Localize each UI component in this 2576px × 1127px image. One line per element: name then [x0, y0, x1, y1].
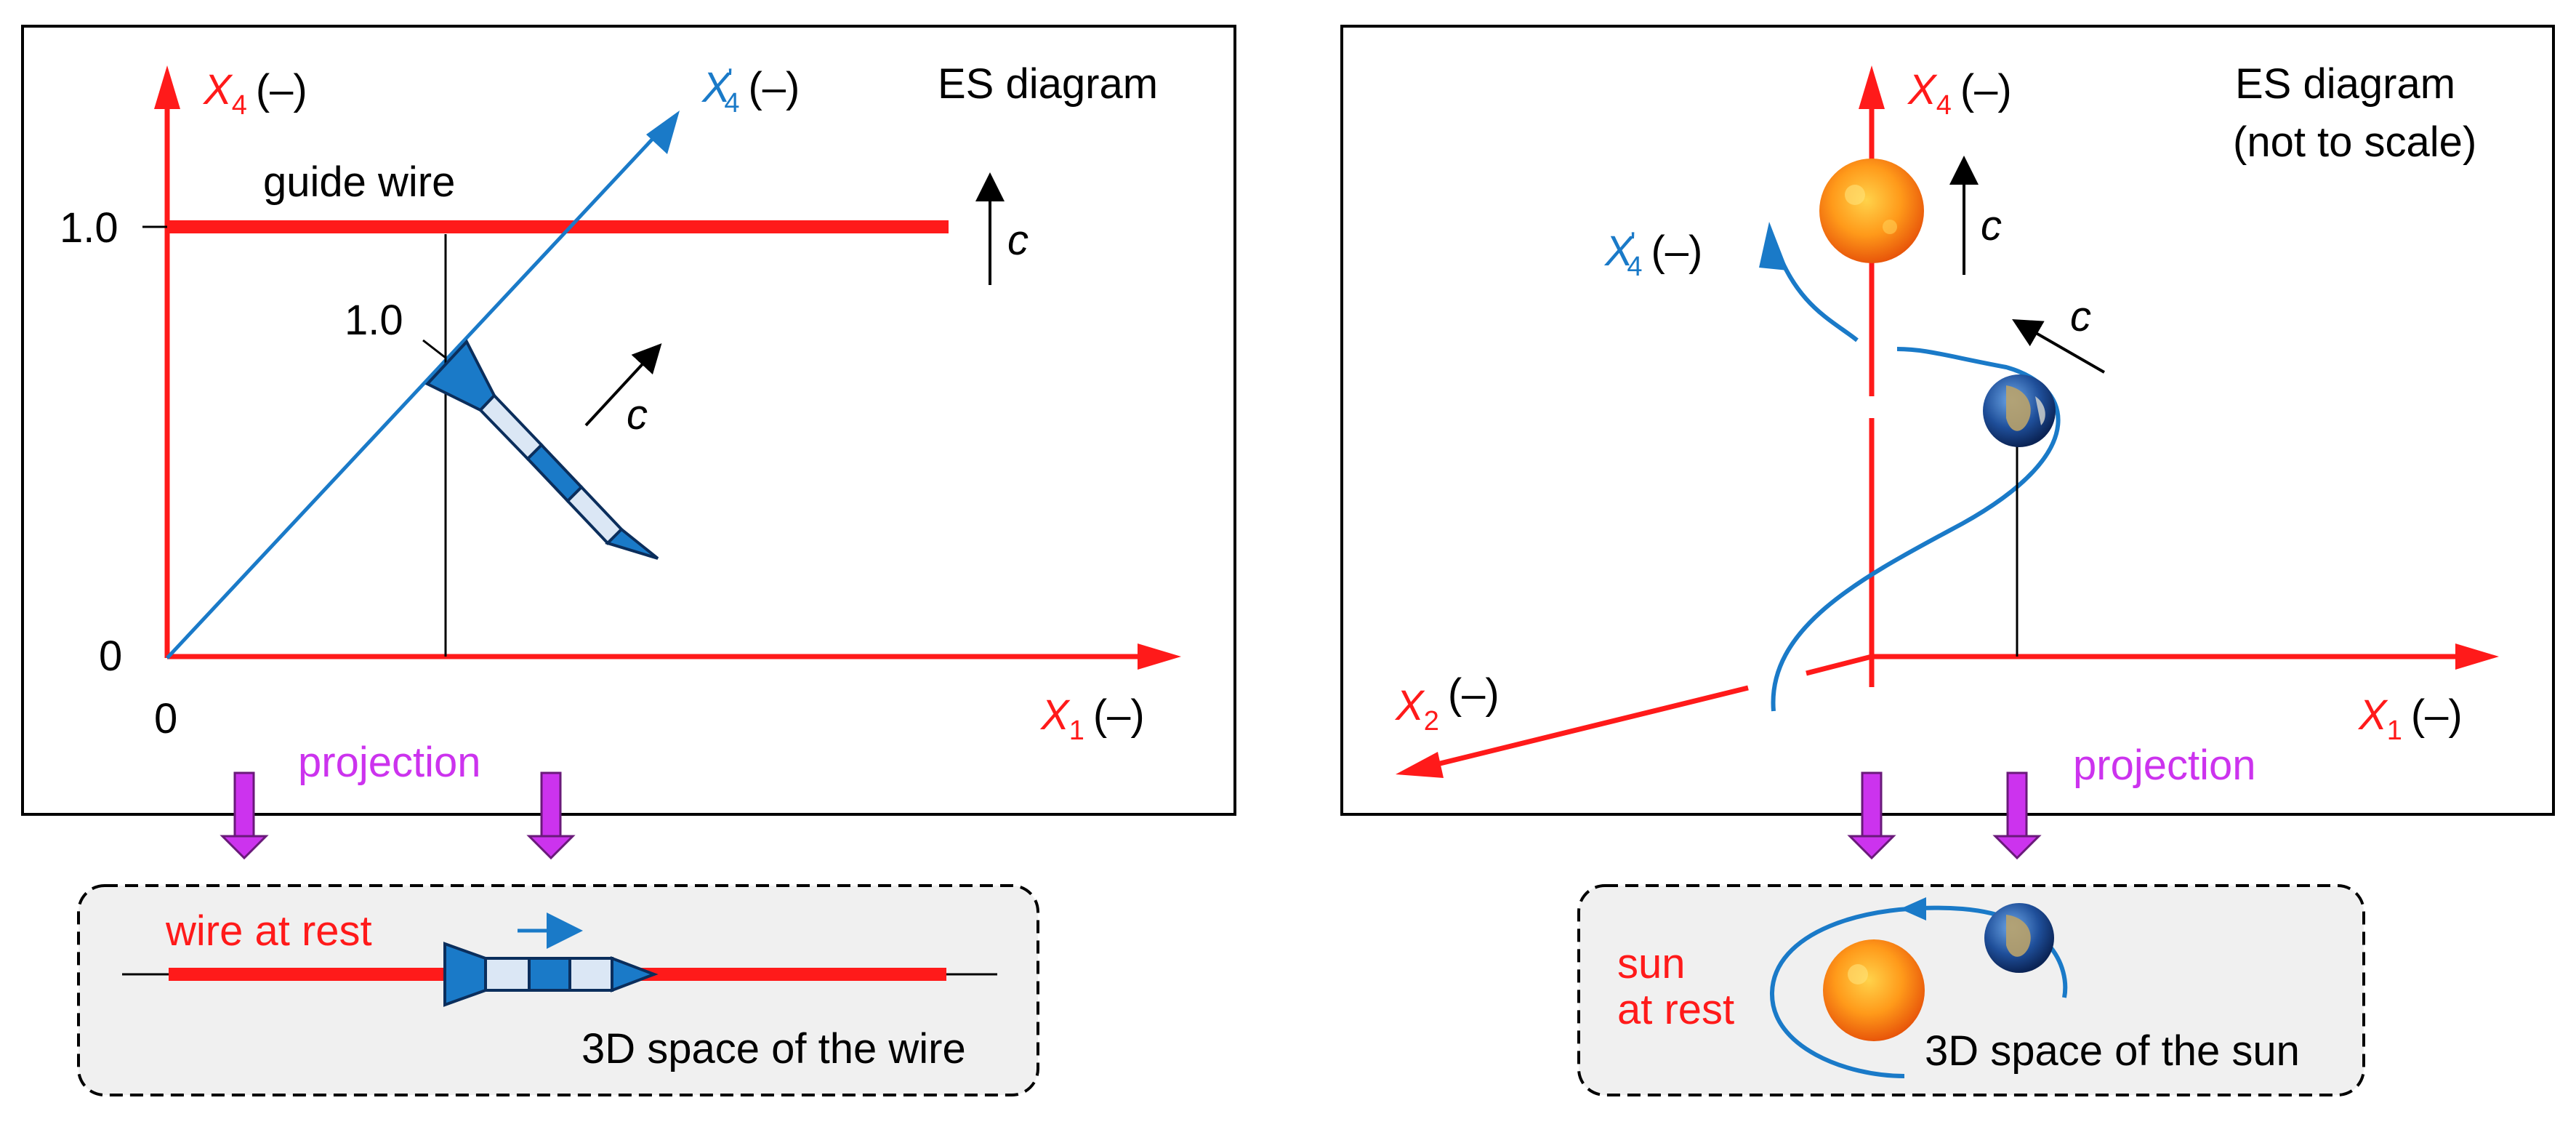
left-title: ES diagram	[938, 60, 1158, 108]
left-projection-arrow-2-shaft	[540, 771, 562, 847]
left-projection: projection	[220, 739, 576, 860]
left-c-label-vertical: c	[1007, 217, 1029, 264]
sun-image-bottom	[1823, 939, 1925, 1041]
left-space-box: wire at rest 3D space of the wire	[77, 884, 1039, 1096]
right-x4-arrowhead	[1859, 65, 1885, 109]
guide-wire-label: guide wire	[263, 159, 455, 206]
left-projection-label: projection	[298, 739, 480, 786]
rocket-tick-leader	[422, 339, 446, 359]
left-x4p-arrowhead	[646, 111, 680, 154]
right-x4p-arrowhead	[1759, 222, 1788, 270]
right-x2-arrowhead	[1396, 752, 1444, 778]
left-c-arrow-diagonal	[584, 343, 662, 427]
right-x4p-label: X'4(–)	[1603, 227, 1702, 282]
right-c-label-vertical: c	[1981, 202, 2002, 249]
left-projection-arrow-1-shaft	[233, 771, 255, 847]
left-space-label: 3D space of the wire	[581, 1025, 966, 1072]
right-projection-arrow-1-shaft	[1861, 771, 1883, 847]
rocket-nose	[605, 527, 659, 560]
right-panel-frame	[1340, 25, 2555, 816]
earth-image-top	[1983, 374, 2056, 447]
right-x4-label: X4(–)	[1907, 66, 2012, 121]
right-panel: ES diagram (not to scale) X1(–) X4(–) X2…	[1340, 25, 2555, 816]
left-x1-arrowhead	[1138, 643, 1181, 670]
right-c-label-diagonal: c	[2070, 293, 2091, 340]
left-c-label-diagonal: c	[627, 391, 648, 438]
wire-at-rest-label: wire at rest	[165, 907, 372, 955]
right-x2-label: X2(–)	[1394, 670, 1500, 737]
left-projection-arrow-1-head	[220, 835, 269, 860]
left-x4-arrowhead	[154, 65, 180, 109]
rocket-h-seg-2	[528, 957, 571, 992]
left-x1-label: X1(–)	[1039, 691, 1145, 746]
right-projection-label: projection	[2073, 742, 2255, 789]
sun-at-rest-label-line1: sun	[1617, 940, 1686, 987]
right-c-arrow-diagonal	[2012, 319, 2105, 374]
rocket-h-seg-3	[568, 957, 613, 992]
left-y-tick-1-label: 1.0	[60, 204, 118, 252]
left-y-tick-0-label: 0	[99, 633, 122, 680]
right-space-label: 3D space of the sun	[1925, 1027, 2300, 1075]
right-x1-label: X1(–)	[2357, 691, 2463, 746]
right-projection: projection	[1847, 742, 2255, 860]
right-space-box-frame	[1577, 884, 2365, 1096]
earth-image-bottom	[1984, 903, 2054, 973]
left-x4-label: X4(–)	[202, 66, 307, 121]
rocket-h-seg-1	[484, 957, 531, 992]
right-x2-axis-near	[1806, 654, 1872, 676]
sun-at-rest-label-line2: at rest	[1617, 986, 1734, 1033]
left-x4p-label: X'4(–)	[701, 63, 800, 119]
earth-worldline	[1771, 347, 2061, 712]
right-projection-arrow-2-head	[1992, 835, 2042, 860]
rocket-diagonal: 1.0	[345, 297, 659, 560]
right-projection-arrow-2-shaft	[2006, 771, 2028, 847]
rocket-tick-label: 1.0	[345, 297, 403, 344]
right-title-line1: ES diagram	[2235, 60, 2455, 108]
sun-image-top	[1819, 159, 1924, 263]
right-space-box: sun at rest 3D space of the sun	[1577, 884, 2365, 1096]
earth-orbit-arrowhead	[1900, 897, 1926, 921]
left-panel: ES diagram X4(–) X1(–) 1.0 0 0 guide wir…	[21, 25, 1236, 816]
left-projection-arrow-2-head	[526, 835, 576, 860]
right-x1-arrowhead	[2455, 643, 2499, 670]
right-x2-axis-far	[1428, 685, 1749, 769]
left-x-tick-0-label: 0	[154, 695, 177, 742]
right-projection-arrow-1-head	[1847, 835, 1896, 860]
rocket-h-nose	[611, 956, 659, 992]
left-panel-frame	[21, 25, 1236, 816]
right-title-line2: (not to scale)	[2233, 119, 2476, 166]
left-x4p-axis	[166, 128, 663, 659]
